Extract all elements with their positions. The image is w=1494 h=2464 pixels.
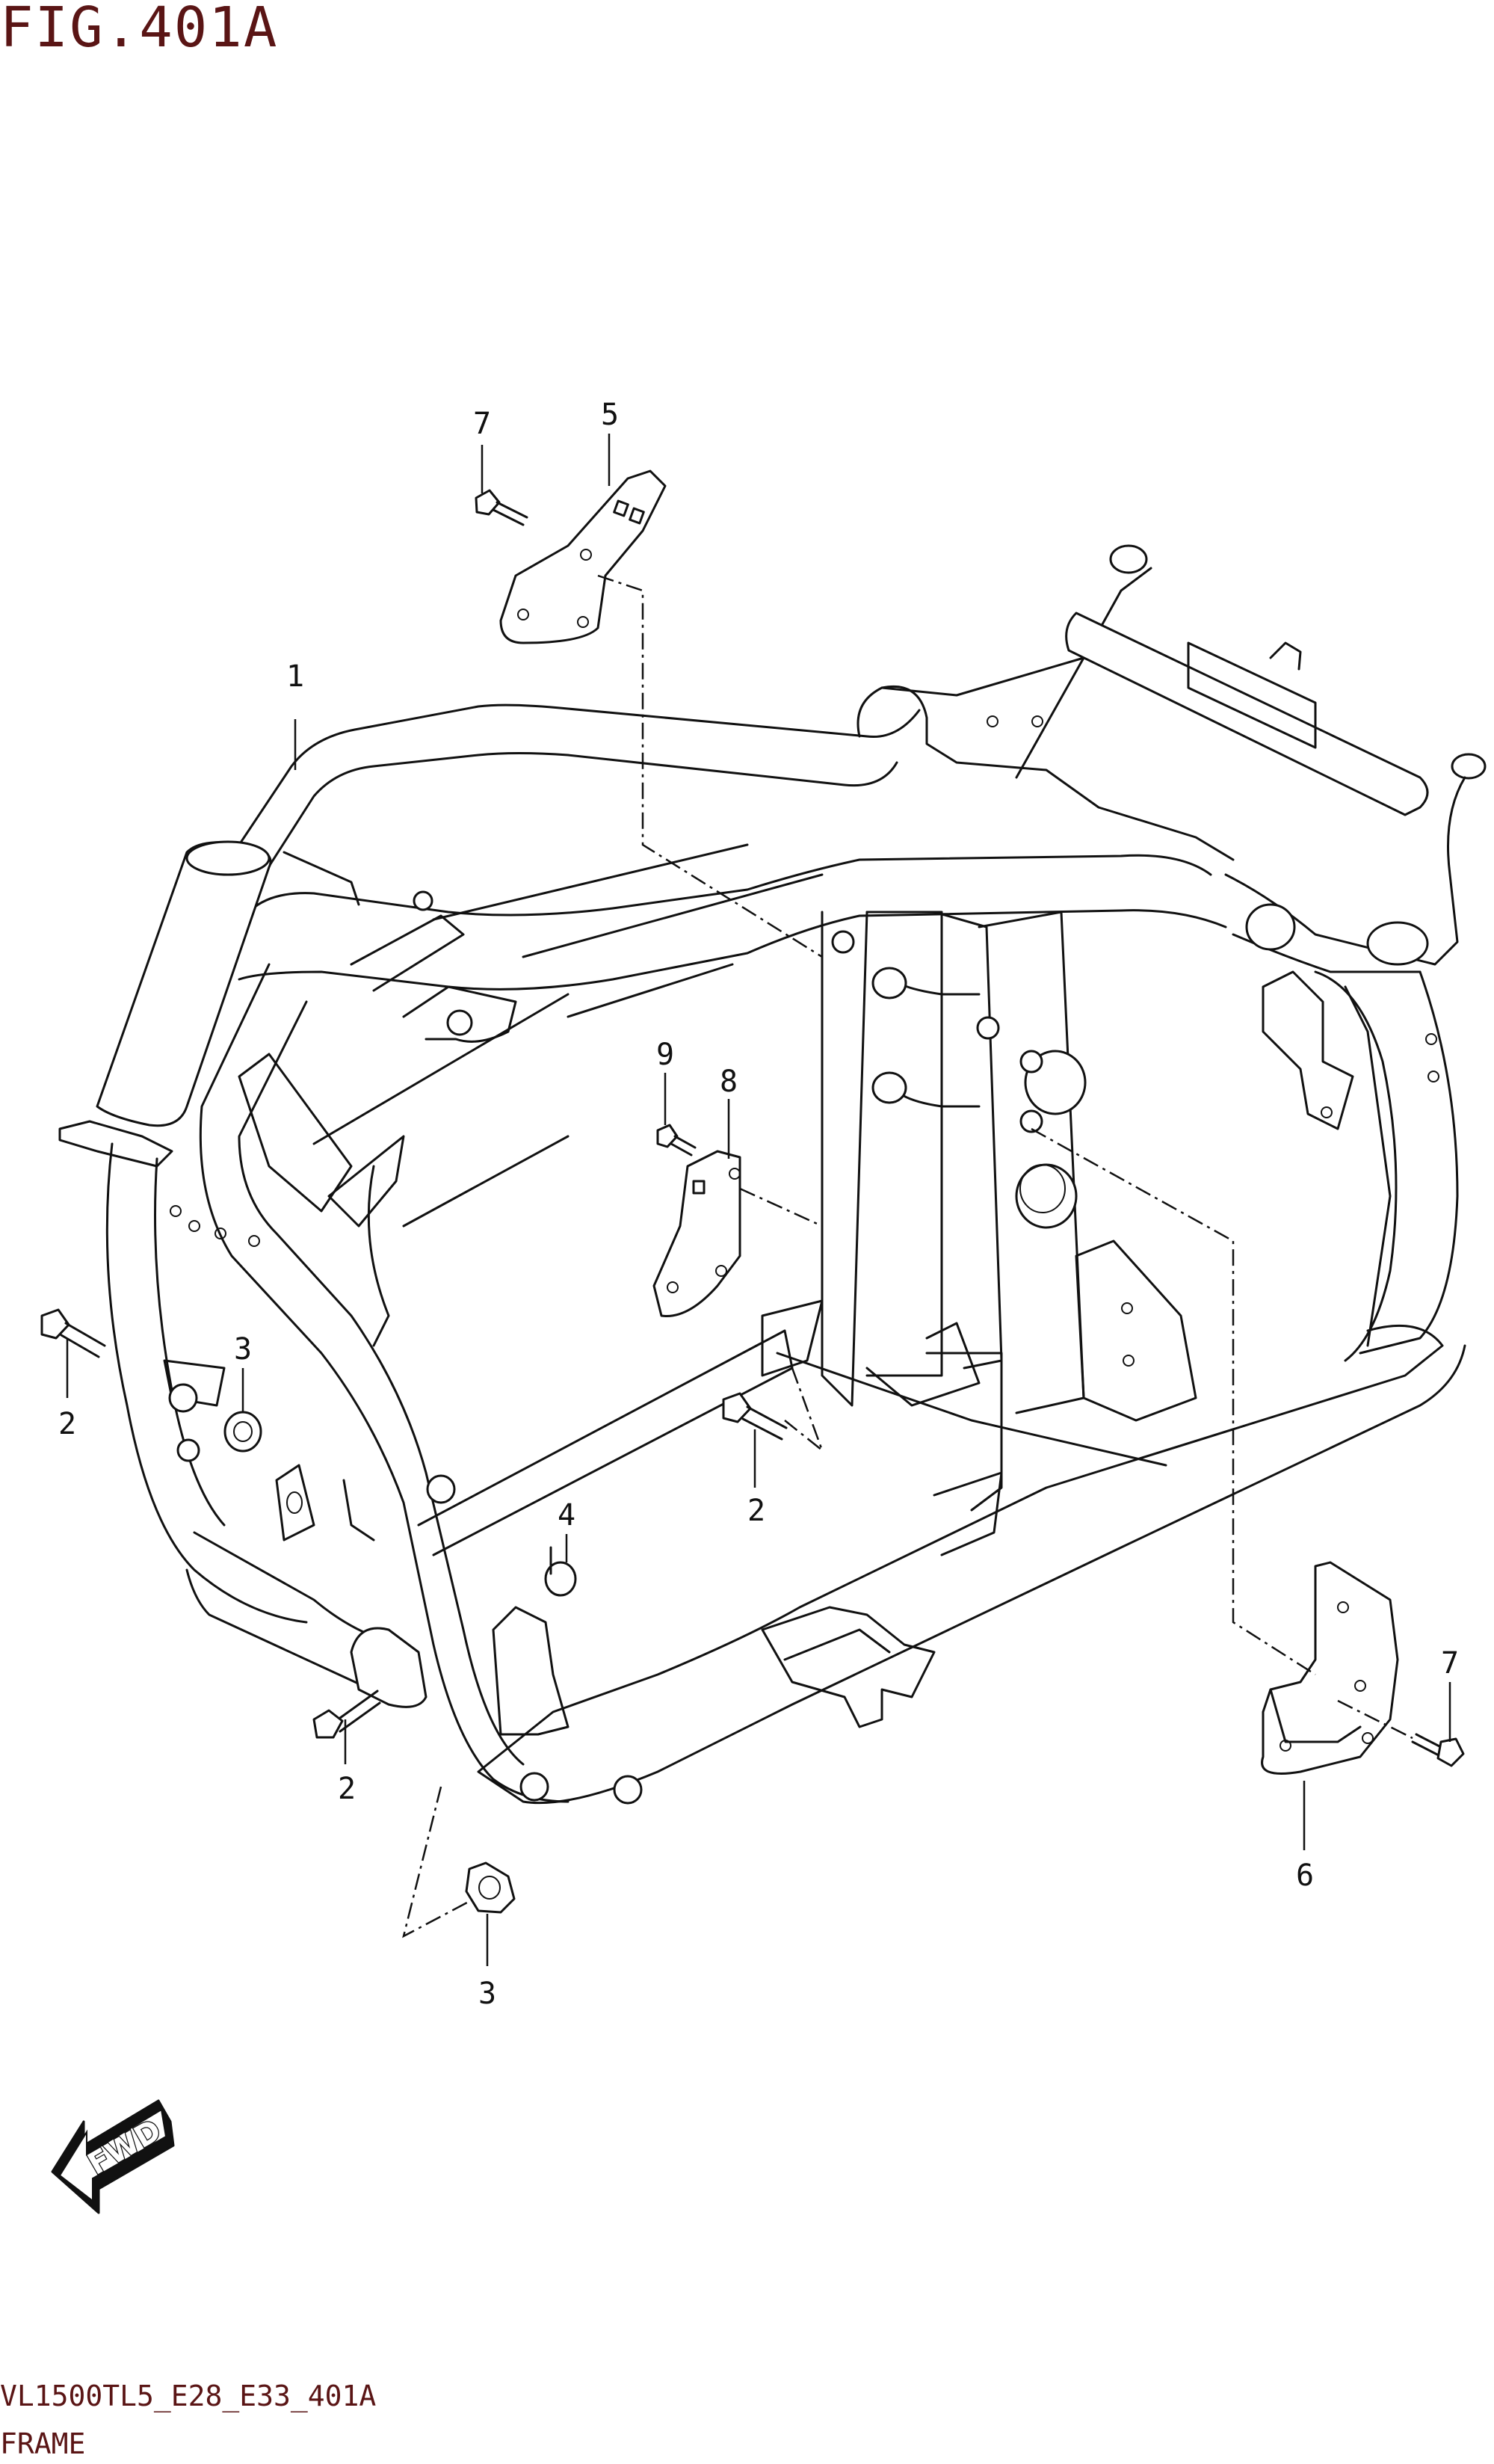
- fwd-arrow-icon: FWD: [51, 2099, 175, 2214]
- callout-8: 8: [720, 1065, 738, 1099]
- bolt-2-lower: [312, 1690, 381, 1739]
- assembly-line-7-lower: [1337, 1699, 1413, 1740]
- assembly-line-5: [597, 574, 823, 958]
- callout-7: 7: [1441, 1646, 1459, 1681]
- callout-2: 2: [58, 1407, 76, 1441]
- bolt-9: [656, 1124, 697, 1156]
- callout-4: 4: [558, 1498, 575, 1533]
- callout-3: 3: [234, 1332, 252, 1367]
- bracket-part-8: [652, 1150, 741, 1317]
- callout-5: 5: [601, 398, 619, 432]
- bracket-part-6: [1261, 1561, 1399, 1775]
- bolt-7-lower: [1411, 1733, 1465, 1767]
- callout-7: 7: [473, 407, 491, 441]
- page-subtitle: FRAME: [0, 2427, 86, 2460]
- assembly-line-3-lower: [402, 1786, 468, 1938]
- nut-3-left: [223, 1411, 262, 1453]
- model-code: VL1500TL5_E28_E33_401A: [0, 2380, 377, 2412]
- bracket-part-5: [499, 469, 667, 644]
- frame-part-1: [58, 544, 1487, 1805]
- callout-3: 3: [478, 1977, 496, 2011]
- callout-6: 6: [1296, 1858, 1314, 1893]
- callout-2: 2: [338, 1772, 356, 1806]
- callout-9: 9: [656, 1038, 674, 1072]
- collar-4: [544, 1546, 577, 1597]
- nut-3-lower: [465, 1861, 516, 1914]
- bolt-7-upper: [475, 489, 528, 526]
- bolt-2-center: [722, 1392, 788, 1441]
- callout-2: 2: [747, 1494, 765, 1528]
- assembly-line-6: [1031, 1127, 1316, 1676]
- bolt-2-left: [40, 1308, 106, 1358]
- assembly-line-8: [739, 1187, 823, 1228]
- assembly-line-2-center: [784, 1367, 824, 1453]
- figure-title: FIG.401A: [0, 0, 279, 60]
- callout-1: 1: [286, 659, 304, 694]
